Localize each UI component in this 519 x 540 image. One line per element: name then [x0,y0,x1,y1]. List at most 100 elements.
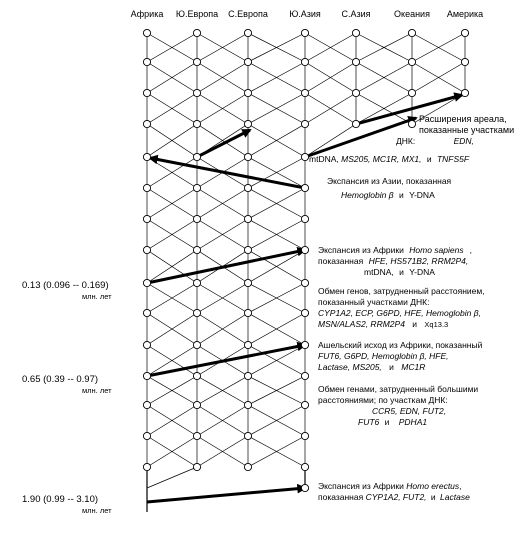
ann-text: ДНК: [396,136,416,146]
timepoint-value: 0.13 (0.096 -- 0.169) [22,280,109,291]
range-expansion-arrow-america [355,92,464,126]
population-node [300,308,310,318]
population-node [142,462,152,472]
gene-flow-line [247,187,306,220]
ann-gene: MSN/ALAS2, RRM2P4 [318,319,405,329]
gene-flow-line [146,435,198,468]
population-node [243,214,253,224]
sapiens-expansion-arrow [146,246,307,285]
population-nodes [142,28,470,493]
population-node [142,183,152,193]
ann-text: и [389,362,394,372]
annotation-sapiens-expansion: Экспансия из Африки Homo sapiens, показа… [318,245,472,278]
population-node [142,245,152,255]
population-node [407,57,417,67]
region-label: Ю.Европа [176,9,218,19]
gene-flow-line [304,123,357,158]
population-node [460,88,470,98]
population-node [300,183,310,193]
population-node [407,28,417,38]
population-node [351,119,361,129]
gene-flow-line [146,375,198,406]
gene-flow-line [355,61,413,94]
population-node [300,57,310,67]
ann-gene: FUT6 [358,417,380,427]
population-node [142,152,152,162]
population-node [192,152,202,162]
population-node [300,245,310,255]
ann-text: , [459,481,462,491]
annotation-gene-flow-large: Обмен генами, затрудненный большими расс… [318,384,478,428]
ann-gene: MS205, [341,154,371,164]
gene-flow-line [146,61,198,94]
population-node [300,88,310,98]
population-node [192,431,202,441]
population-node [460,28,470,38]
annotation-range-expansion-genes: ДНК: EDN, [395,136,509,147]
population-node [243,431,253,441]
population-node [243,278,253,288]
ann-gene: Hemoglobin β [341,190,394,200]
population-node [300,431,310,441]
annotation-erectus-expansion: Экспансия из Африки Homo erectus, показа… [318,481,470,503]
gene-flow-line [146,312,198,346]
ann-text: , [469,245,472,255]
population-node [192,57,202,67]
gene-flow-line [196,187,249,220]
region-label: С.Азия [341,9,370,19]
population-node [142,308,152,318]
gene-flow-line [196,92,249,125]
population-node [300,340,310,350]
ann-gene: CYP1A2, FUT2, [365,492,427,502]
gene-flow-line [196,61,249,94]
ann-gene: HFE, HS571B2, RRM2P4, [368,256,469,266]
population-node [142,340,152,350]
ann-text: показанная [318,492,364,502]
gene-flow-line [247,282,306,314]
expansion-arrows [146,92,464,504]
population-node [300,371,310,381]
population-node [243,119,253,129]
population-node [351,57,361,67]
range-expansion-arrow-oceania [304,116,418,159]
ann-species: Homo erectus [406,481,460,491]
annotation-range-expansion: Расширения ареала, показанные участками [419,114,514,135]
population-node [351,88,361,98]
population-node [192,308,202,318]
ann-text: Экспансия из Африки [318,245,404,255]
gene-flow-line [304,32,357,63]
gene-flow-line [247,156,306,189]
region-label: С.Европа [228,9,268,19]
ann-text: Экспансия из Африки [318,481,404,491]
population-node [142,119,152,129]
population-node [300,152,310,162]
gene-flow-line [196,282,249,314]
population-node [243,152,253,162]
population-node [192,28,202,38]
ann-line: Ашельский исход из Африки, показанный [318,340,483,350]
ann-gene: EDN, [453,136,474,146]
ann-gene: TNFS5F [436,154,470,164]
gene-flow-line [196,218,249,251]
population-node [243,340,253,350]
gene-flow-line [304,61,357,94]
gene-flow-line [411,61,466,94]
gene-flow-line [146,466,198,489]
population-node [192,462,202,472]
gene-flow-line [146,32,198,63]
gene-flow-line [247,375,306,406]
ann-gene: MC1R, [372,154,400,164]
annotation-gene-flow-distance: Обмен генов, затрудненный расстоянием, п… [318,286,485,330]
erectus-expansion-arrow [146,483,307,504]
ann-text: и [384,417,390,427]
timepoint-unit: млн. лет [82,506,112,515]
ann-text: и [398,190,404,200]
gene-flow-line [247,218,306,251]
timepoint-unit: млн. лет [82,386,112,395]
ann-line: расстояниями; по участкам ДНК: [318,395,448,405]
ann-line: показанные участками [419,124,515,135]
ann-line: Экспансия из Азии, показанная [327,176,452,186]
ann-line: Расширения ареала, [419,114,507,124]
ann-line: показанный участками ДНК: [318,297,430,307]
ann-text: Y-DNA [409,267,435,277]
